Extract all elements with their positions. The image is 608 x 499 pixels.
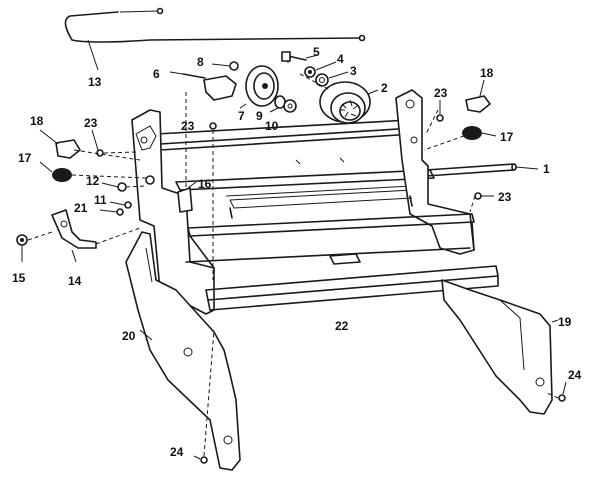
part-11-screw [109, 201, 132, 209]
callout-13: 13 [88, 75, 102, 89]
part-17-left-spring [39, 161, 72, 182]
callout-12: 12 [86, 174, 100, 188]
callout-17-right: 17 [500, 130, 514, 144]
callout-23-c: 23 [434, 86, 448, 100]
callout-10: 10 [265, 119, 279, 133]
callout-17-left: 17 [18, 151, 32, 165]
callout-labels: 1 2 3 4 5 6 7 8 9 10 11 12 13 14 15 16 1… [12, 45, 582, 459]
callout-16: 16 [198, 177, 212, 191]
part-2-gear-assembly [319, 81, 379, 124]
callout-6: 6 [153, 67, 160, 81]
part-24-screw-b [558, 381, 567, 402]
part-1-shaft [425, 163, 539, 177]
callout-18-right: 18 [480, 66, 494, 80]
part-10-nut [283, 99, 297, 113]
callout-1: 1 [543, 162, 550, 176]
assembly-guide-lines [27, 73, 559, 457]
part-7-pulley [239, 65, 279, 109]
part-21-spacer [99, 208, 124, 216]
callout-23-a: 23 [84, 116, 98, 130]
callout-24-a: 24 [170, 445, 184, 459]
main-frame [131, 89, 499, 315]
callout-14: 14 [68, 274, 82, 288]
part-23-screw-b [209, 122, 217, 130]
callout-18-left: 18 [30, 114, 44, 128]
part-23-screw-c [436, 100, 444, 122]
callout-8: 8 [197, 55, 204, 69]
part-17-right-spring [462, 126, 497, 140]
callout-23-d: 23 [498, 190, 512, 204]
callout-21: 21 [74, 201, 88, 215]
part-23-screw-a [91, 129, 104, 157]
callout-3: 3 [350, 64, 357, 78]
part-16-clip [177, 181, 197, 213]
callout-22: 22 [335, 319, 349, 333]
callout-2: 2 [381, 81, 388, 95]
part-18-right-cap [465, 79, 491, 113]
callout-19: 19 [558, 315, 572, 329]
part-24-screw-a [193, 455, 208, 464]
part-5-screw [281, 51, 319, 63]
part-6-pin [169, 71, 206, 79]
part-23-screw-d [474, 192, 494, 200]
part-14-lever [51, 209, 97, 263]
callout-24-b: 24 [568, 368, 582, 382]
callout-5: 5 [313, 45, 320, 59]
part-8-bracket [203, 61, 239, 101]
callout-20: 20 [122, 329, 136, 343]
part-15-nut [16, 234, 28, 262]
part-18-left-cap [39, 129, 81, 159]
callout-23-b: 23 [181, 119, 195, 133]
callout-15: 15 [12, 271, 26, 285]
callout-11: 11 [94, 193, 107, 207]
part-20-left-bracket [125, 231, 241, 471]
callout-4: 4 [337, 52, 344, 66]
part-19-right-bracket [441, 279, 559, 415]
part-4-washer [304, 61, 337, 78]
part-12-nut [101, 182, 127, 192]
callout-7: 7 [238, 109, 245, 123]
part-3-nut [315, 71, 349, 87]
callout-9: 9 [256, 109, 263, 123]
part-13-cable [64, 7, 366, 71]
